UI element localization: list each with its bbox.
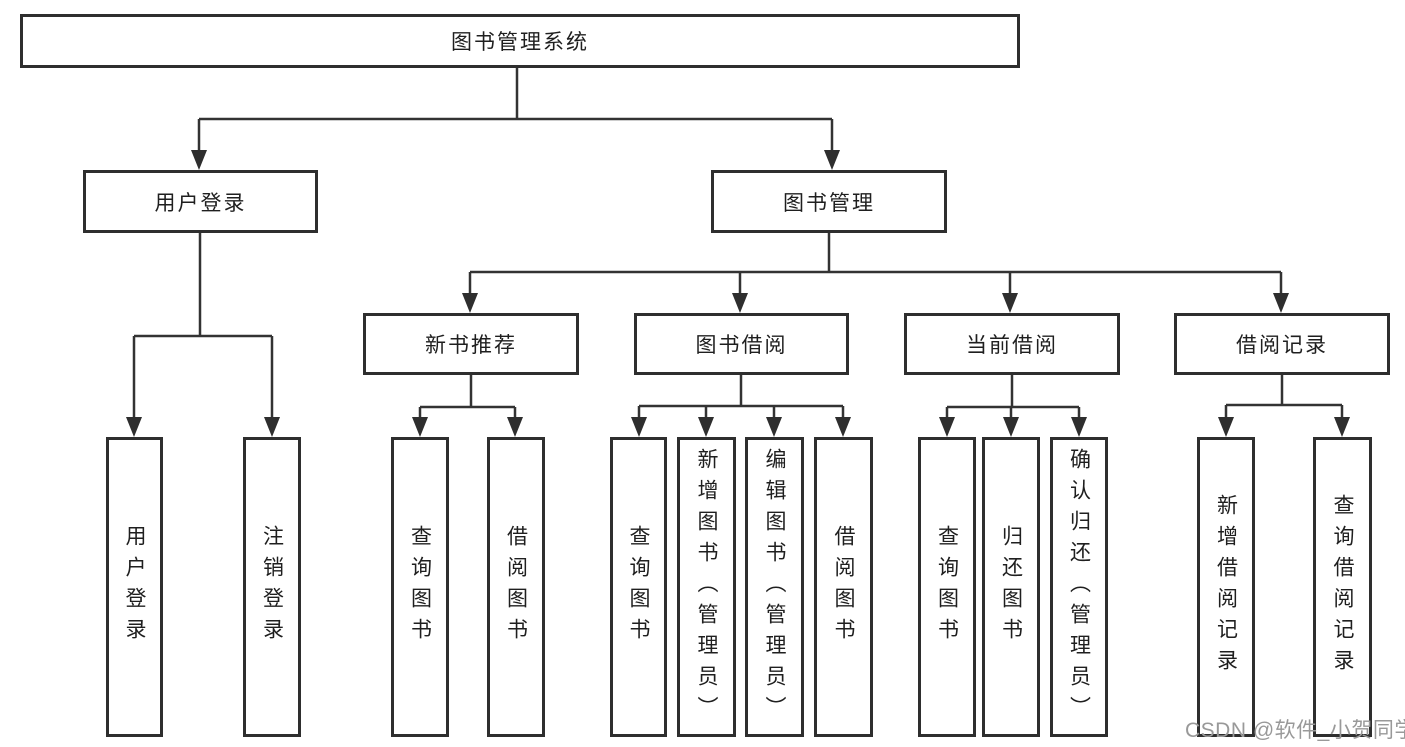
- arrowhead: [126, 417, 142, 437]
- leaf-confirm-return-admin: 确认归还（管理员）: [1050, 437, 1108, 737]
- leaf-query-book-current-label: 查询图书: [935, 525, 959, 649]
- leaf-add-borrow-record: 新增借阅记录: [1197, 437, 1255, 737]
- arrowhead: [766, 417, 782, 437]
- leaf-query-book-recommend-label: 查询图书: [408, 525, 432, 649]
- leaf-borrow-book-recommend-label: 借阅图书: [504, 525, 528, 649]
- arrowhead: [264, 417, 280, 437]
- arrowhead: [462, 293, 478, 313]
- node-user-login: 用户登录: [83, 170, 318, 233]
- node-book-borrow: 图书借阅: [634, 313, 849, 375]
- leaf-query-book-borrow: 查询图书: [610, 437, 667, 737]
- node-borrow-record: 借阅记录: [1174, 313, 1390, 375]
- node-book-borrow-label: 图书借阅: [695, 334, 788, 357]
- arrowhead: [1071, 417, 1087, 437]
- arrowhead: [1334, 417, 1350, 437]
- arrowhead: [1273, 293, 1289, 313]
- leaf-add-book-admin: 新增图书（管理员）: [677, 437, 736, 737]
- leaf-borrow-book: 借阅图书: [814, 437, 873, 737]
- node-borrow-record-label: 借阅记录: [1236, 334, 1328, 357]
- leaf-query-book-current: 查询图书: [918, 437, 976, 737]
- arrowhead: [507, 417, 523, 437]
- node-new-book-recommend: 新书推荐: [363, 313, 579, 375]
- leaf-add-book-admin-label: 新增图书（管理员）: [695, 447, 718, 727]
- arrowhead: [835, 417, 851, 437]
- csdn-watermark: CSDN @软件_小贺同学: [1185, 719, 1405, 742]
- leaf-query-book-recommend: 查询图书: [391, 437, 449, 737]
- leaf-logout: 注销登录: [243, 437, 301, 737]
- leaf-logout-label: 注销登录: [260, 525, 284, 649]
- arrowhead: [939, 417, 955, 437]
- node-root: 图书管理系统: [20, 14, 1020, 68]
- arrowhead: [732, 293, 748, 313]
- leaf-add-borrow-record-label: 新增借阅记录: [1214, 494, 1238, 680]
- node-root-label: 图书管理系统: [451, 31, 589, 54]
- node-current-borrow-label: 当前借阅: [966, 334, 1058, 357]
- node-book-management: 图书管理: [711, 170, 947, 233]
- leaf-borrow-book-recommend: 借阅图书: [487, 437, 545, 737]
- node-new-book-recommend-label: 新书推荐: [425, 334, 517, 357]
- leaf-edit-book-admin: 编辑图书（管理员）: [745, 437, 804, 737]
- leaf-query-book-borrow-label: 查询图书: [627, 525, 650, 649]
- arrowhead: [824, 150, 840, 170]
- leaf-borrow-book-label: 借阅图书: [832, 525, 855, 649]
- leaf-user-login-label: 用户登录: [123, 525, 146, 649]
- leaf-return-book: 归还图书: [982, 437, 1040, 737]
- arrowhead: [191, 150, 207, 170]
- node-book-management-label: 图书管理: [783, 191, 875, 215]
- leaf-return-book-label: 归还图书: [999, 525, 1023, 649]
- arrowhead: [1002, 293, 1018, 313]
- arrowhead: [631, 417, 647, 437]
- leaf-query-borrow-record-label: 查询借阅记录: [1331, 494, 1354, 680]
- leaf-edit-book-admin-label: 编辑图书（管理员）: [763, 447, 786, 727]
- arrowhead: [1218, 417, 1234, 437]
- node-current-borrow: 当前借阅: [904, 313, 1120, 375]
- leaf-user-login: 用户登录: [106, 437, 163, 737]
- arrowhead: [698, 417, 714, 437]
- node-user-login-label: 用户登录: [154, 191, 247, 215]
- leaf-query-borrow-record: 查询借阅记录: [1313, 437, 1372, 737]
- leaf-confirm-return-admin-label: 确认归还（管理员）: [1067, 447, 1091, 727]
- arrowhead: [412, 417, 428, 437]
- arrowhead: [1003, 417, 1019, 437]
